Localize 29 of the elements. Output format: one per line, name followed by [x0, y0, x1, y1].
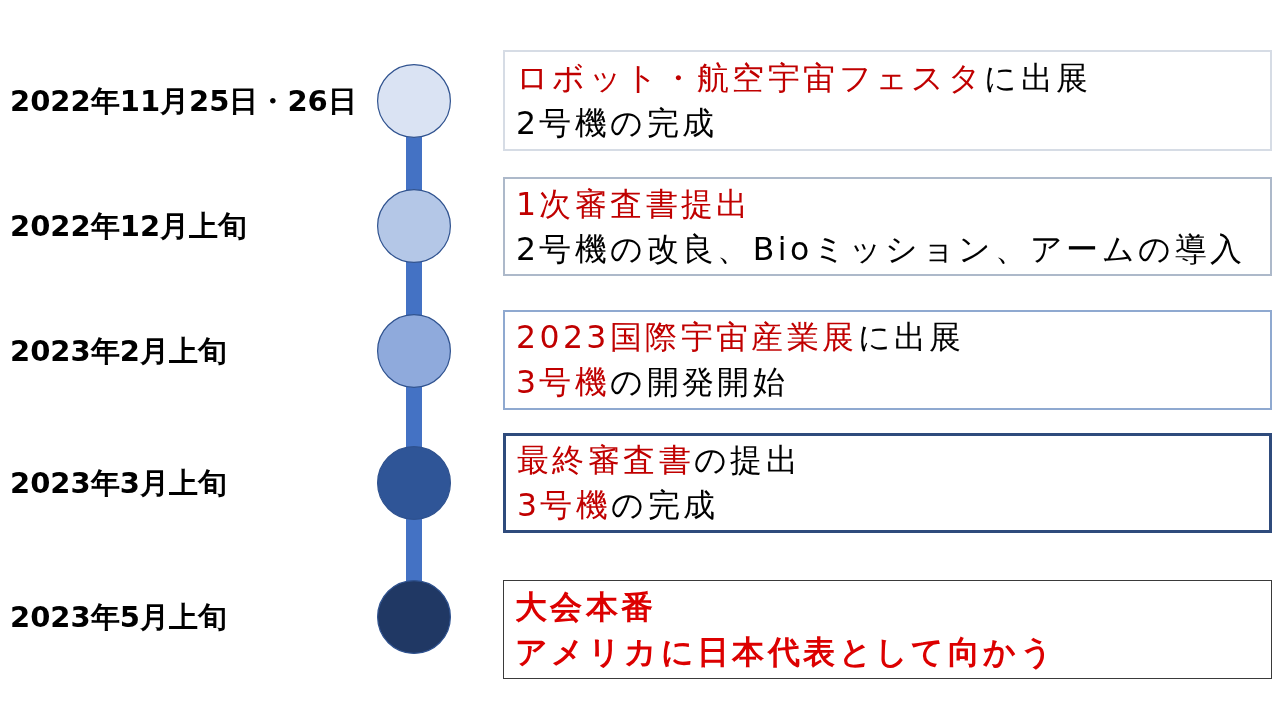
event-text: 2号機の完成: [516, 103, 719, 143]
timeline-circle: [377, 64, 451, 138]
event-text: 最終審査書の提出: [517, 441, 803, 480]
event-text: 2023国際宇宙産業展に出展: [516, 318, 966, 357]
event-text: アメリカに日本代表として向かう: [515, 632, 1057, 672]
event-text: 3号機の完成: [517, 486, 720, 525]
timeline-bar: [406, 518, 422, 582]
date-label: 2023年2月上旬: [10, 333, 227, 369]
event-text: 大会本番: [515, 587, 658, 627]
timeline-circle: [377, 580, 451, 654]
timeline-bar: [406, 261, 422, 316]
timeline-circle: [377, 189, 451, 263]
date-label: 2022年11月25日・26日: [10, 83, 357, 119]
event-text: ロボット・航空宇宙フェスタに出展: [516, 58, 1093, 98]
timeline-bar: [406, 136, 422, 191]
event-box: [503, 433, 1272, 533]
timeline-circle: [377, 446, 451, 520]
date-label: 2022年12月上旬: [10, 208, 248, 244]
event-text: 3号機の開発開始: [516, 363, 790, 402]
date-label: 2023年5月上旬: [10, 599, 227, 635]
timeline-circle: [377, 314, 451, 388]
event-text: 2号機の改良、Bioミッション、アームの導入: [516, 229, 1247, 269]
event-box: [503, 177, 1272, 276]
event-text: 1次審査書提出: [516, 184, 753, 224]
event-box: [503, 50, 1272, 151]
date-label: 2023年3月上旬: [10, 465, 227, 501]
event-box: [503, 310, 1272, 410]
timeline-bar: [406, 386, 422, 448]
event-box: [503, 580, 1272, 679]
